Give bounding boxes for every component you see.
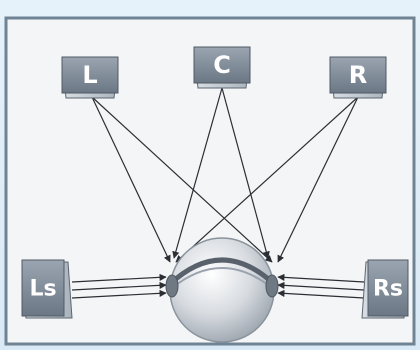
signal-lines bbox=[71, 87, 365, 299]
signal-line-rs-1 bbox=[277, 273, 365, 283]
signal-line-ls-3 bbox=[71, 289, 167, 299]
speaker-label-ls: Ls bbox=[29, 277, 56, 302]
speaker-label-c: C bbox=[213, 51, 231, 79]
signal-line-r-right-ear bbox=[277, 96, 359, 263]
speaker-label-rs: Rs bbox=[373, 277, 403, 302]
speaker-front-left: L bbox=[61, 56, 119, 99]
listener-head-icon bbox=[165, 237, 279, 343]
speaker-surround-right: Rs bbox=[361, 259, 409, 319]
signal-line-rs-3 bbox=[277, 289, 365, 299]
signal-line-l-left-ear bbox=[91, 96, 171, 263]
speaker-label-r: R bbox=[349, 61, 367, 89]
speaker-center: C bbox=[193, 46, 251, 89]
signal-line-c-right-ear bbox=[221, 87, 270, 259]
speaker-surround-left: Ls bbox=[21, 259, 73, 319]
speaker-label-l: L bbox=[82, 61, 97, 89]
signal-line-l-right-ear bbox=[91, 96, 273, 263]
signal-line-ls-2 bbox=[71, 281, 167, 291]
signal-line-rs-2 bbox=[277, 281, 365, 291]
signal-line-r-left-ear bbox=[175, 96, 359, 263]
signal-line-ls-1 bbox=[71, 273, 167, 283]
speaker-front-right: R bbox=[329, 56, 387, 99]
signal-line-c-left-ear bbox=[172, 87, 223, 259]
